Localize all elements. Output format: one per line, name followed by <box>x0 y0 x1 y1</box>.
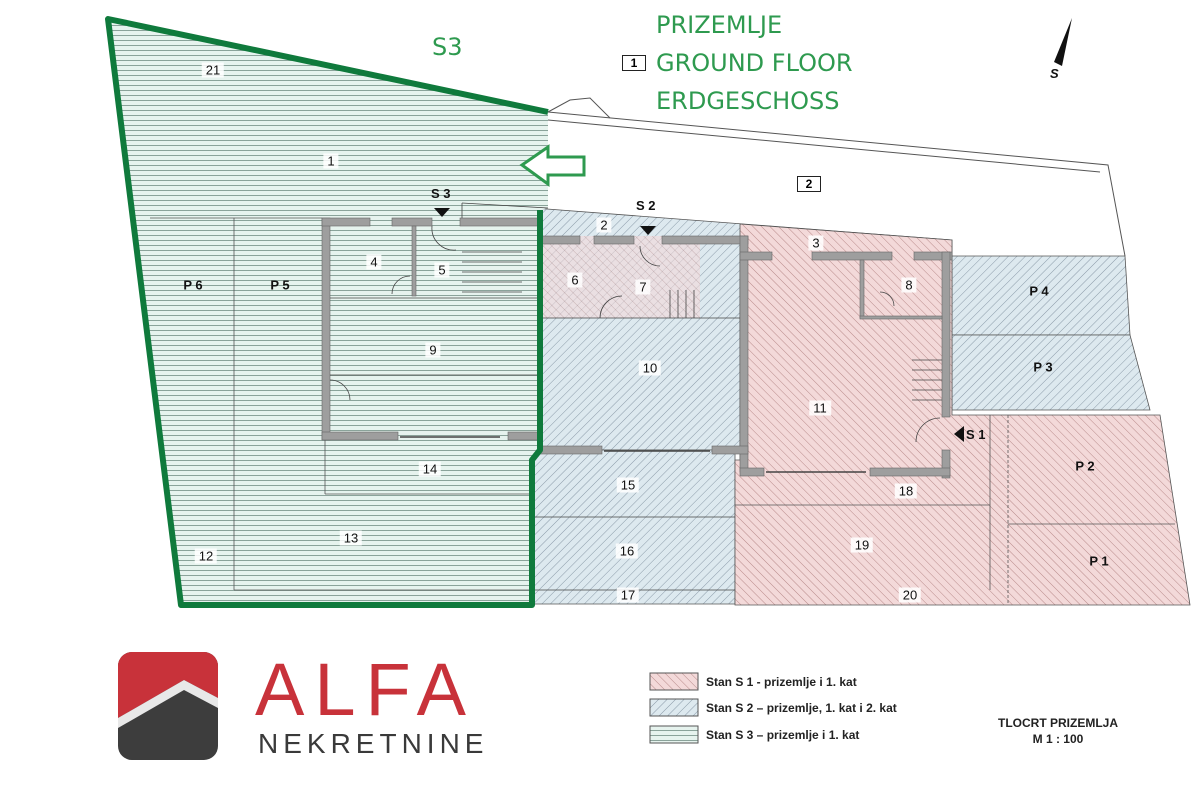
room-label: 10 <box>638 360 662 376</box>
parking-label: P 1 <box>1089 553 1109 569</box>
entrance-marker-icon <box>434 208 450 217</box>
room-label: 14 <box>418 461 442 477</box>
title-line-1: PRIZEMLJE <box>656 11 783 39</box>
compass-label: S <box>1050 66 1059 81</box>
room-label: 21 <box>201 62 225 78</box>
room-label: 6 <box>567 272 583 288</box>
compass-icon <box>1054 18 1072 66</box>
parking-label: P 6 <box>183 277 203 293</box>
room-label: 1 <box>323 153 339 169</box>
room-label: 17 <box>616 587 640 603</box>
legend-item-s1: Stan S 1 - prizemlje i 1. kat <box>706 675 857 689</box>
room-label: 19 <box>850 537 874 553</box>
parking-label: P 5 <box>270 277 290 293</box>
building-walls <box>321 217 953 479</box>
unit-tag-s3: S3 <box>432 33 463 61</box>
caption-title: TLOCRT PRIZEMLJA <box>998 716 1118 730</box>
driveway-outline <box>547 97 1126 257</box>
callout-box: 1 <box>622 55 646 71</box>
legend-swatches <box>649 672 699 744</box>
parking-label: P 2 <box>1075 458 1095 474</box>
logo-wordmark: ALFA <box>255 648 476 731</box>
room-label: 20 <box>898 587 922 603</box>
legend-item-s2: Stan S 2 – prizemlje, 1. kat i 2. kat <box>706 701 897 715</box>
parking-label: P 3 <box>1033 359 1053 375</box>
title-line-3: ERDGESCHOSS <box>656 87 840 115</box>
room-label: 2 <box>596 217 612 233</box>
interior-lines <box>329 202 942 591</box>
room-label: 15 <box>616 477 640 493</box>
drawing-caption: TLOCRT PRIZEMLJA M 1 : 100 <box>978 715 1138 747</box>
room-label: 13 <box>339 530 363 546</box>
entrance-marker-icon <box>640 226 656 235</box>
s3-boundary <box>105 16 549 608</box>
room-label: 4 <box>366 254 382 270</box>
callout-box: 2 <box>797 176 821 192</box>
entrance-marker-icon <box>954 426 964 442</box>
arrow-left-icon <box>519 144 586 187</box>
title-line-2: GROUND FLOOR <box>656 49 853 77</box>
entrance-label-s2: S 2 <box>636 198 656 213</box>
room-label: 12 <box>194 548 218 564</box>
parking-label: P 4 <box>1029 283 1049 299</box>
room-label: 9 <box>425 342 441 358</box>
room-label: 5 <box>434 262 450 278</box>
logo-subtitle: NEKRETNINE <box>258 728 489 759</box>
room-label: 16 <box>615 543 639 559</box>
entrance-label-s3: S 3 <box>431 186 451 201</box>
room-label: 3 <box>808 235 824 251</box>
room-label: 11 <box>809 400 831 416</box>
logo-mark-icon <box>118 652 218 760</box>
room-label: 7 <box>635 279 651 295</box>
legend-item-s3: Stan S 3 – prizemlje i 1. kat <box>706 728 860 742</box>
entrance-label-s1: S 1 <box>966 427 986 442</box>
room-label: 18 <box>894 483 918 499</box>
room-label: 8 <box>901 277 917 293</box>
caption-scale: M 1 : 100 <box>1032 732 1084 746</box>
zone-s1 <box>540 223 1191 606</box>
